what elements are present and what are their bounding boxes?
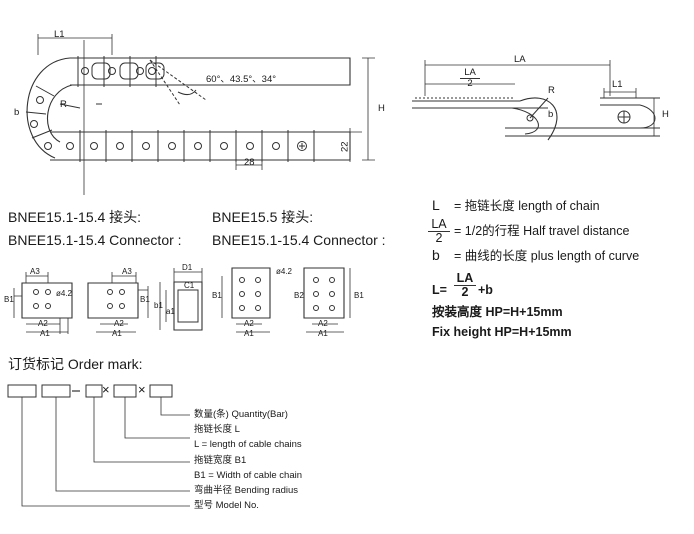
dim-22-label: 22 (339, 141, 351, 153)
conn1-a1: A1 (40, 329, 50, 338)
legend-l-symbol: L (432, 197, 440, 213)
chain-travel-view (412, 60, 660, 141)
conn2-b1: B1 (140, 295, 150, 304)
conn1-b1: B1 (4, 295, 14, 304)
legend-la-fraction: LA 2 (428, 218, 450, 244)
connector-drawing-1 (13, 272, 73, 334)
order-line-model: 型号 Model No. (194, 500, 259, 511)
left-connector-heading-cn: BNEE15.1-15.4 接头: (8, 209, 142, 225)
conn4-a2: A2 (244, 319, 254, 328)
order-x-2: × (138, 382, 146, 397)
connector-drawing-2 (87, 272, 149, 333)
travel-la-label: LA (514, 54, 526, 65)
order-line-length-en: L = length of cable chains (194, 439, 302, 450)
conn5-a2: A2 (318, 319, 328, 328)
dim-b-label: b (14, 107, 20, 118)
formula-l: L= (432, 283, 447, 297)
order-mark-diagram (7, 384, 190, 507)
conn5-b1: B1 (354, 291, 364, 300)
conn1-a2: A2 (38, 319, 48, 328)
order-x-1: × (102, 382, 110, 397)
order-line-radius: 弯曲半径 Bending radius (194, 485, 299, 496)
conn1-hole: ø4.2 (56, 289, 73, 298)
conn2-a3: A3 (122, 267, 132, 276)
install-height-cn: 按装高度 HP=H+15mm (432, 305, 563, 319)
conn2-a2: A2 (114, 319, 124, 328)
dim-h-label: H (378, 103, 385, 114)
formula-num: LA (454, 272, 476, 286)
legend-b-symbol: b (432, 247, 440, 263)
angles-label: 60°、43.5°、34° (206, 74, 277, 85)
dim-28-label: 28 (244, 157, 255, 168)
order-line-width-cn: 拖链宽度 B1 (194, 455, 247, 466)
conn3-c1: C1 (184, 281, 195, 290)
formula-den: 2 (461, 284, 469, 299)
conn3-d1: D1 (182, 263, 193, 272)
conn3-b-small: b1 (154, 301, 163, 310)
legend-l-text: = 拖链长度 length of chain (454, 199, 600, 213)
connector-drawing-5 (303, 267, 351, 333)
travel-b-label: b (548, 109, 554, 120)
travel-la-half-den: 2 (467, 77, 473, 89)
install-height-en: Fix height HP=H+15mm (432, 325, 572, 339)
formula-plus-b: +b (478, 283, 493, 297)
conn5-a1: A1 (318, 329, 328, 338)
right-connector-heading-en: BNEE15.1-15.4 Connector : (212, 232, 386, 248)
right-connector-heading-cn: BNEE15.5 接头: (212, 209, 314, 225)
order-line-quantity: 数量(条) Quantity(Bar) (194, 409, 288, 420)
legend-la-text: = 1/2的行程 Half travel distance (454, 224, 630, 238)
dim-l1-label: L1 (54, 29, 65, 40)
order-line-length-cn: 拖链长度 L (194, 424, 240, 435)
travel-la-half: LA 2 (460, 68, 480, 88)
legend-la-den: 2 (435, 230, 443, 245)
connector-drawing-4 (221, 267, 271, 333)
dim-r-label: R (60, 99, 67, 110)
left-connector-heading-en: BNEE15.1-15.4 Connector : (8, 232, 182, 248)
conn3-a-small: a1 (166, 307, 175, 316)
conn4-a1: A1 (244, 329, 254, 338)
chain-side-view (25, 34, 375, 195)
conn5-b2: B2 (294, 291, 304, 300)
conn4-hole: ø4.2 (276, 267, 293, 276)
travel-l1-label: L1 (612, 79, 623, 90)
legend-b-text: = 曲线的长度 plus length of curve (454, 249, 640, 263)
conn2-a1: A1 (112, 329, 122, 338)
travel-la-half-num: LA (460, 68, 480, 79)
order-line-width-en: B1 = Width of cable chain (194, 470, 302, 481)
travel-r-label: R (548, 85, 555, 96)
order-mark-title: 订货标记 Order mark: (8, 356, 143, 372)
conn1-a3: A3 (30, 267, 40, 276)
travel-h-label: H (662, 109, 669, 120)
connector-drawing-3 (159, 268, 203, 331)
conn4-b1: B1 (212, 291, 222, 300)
formula-fraction: LA 2 (454, 272, 476, 298)
legend-la-num: LA (428, 218, 450, 232)
